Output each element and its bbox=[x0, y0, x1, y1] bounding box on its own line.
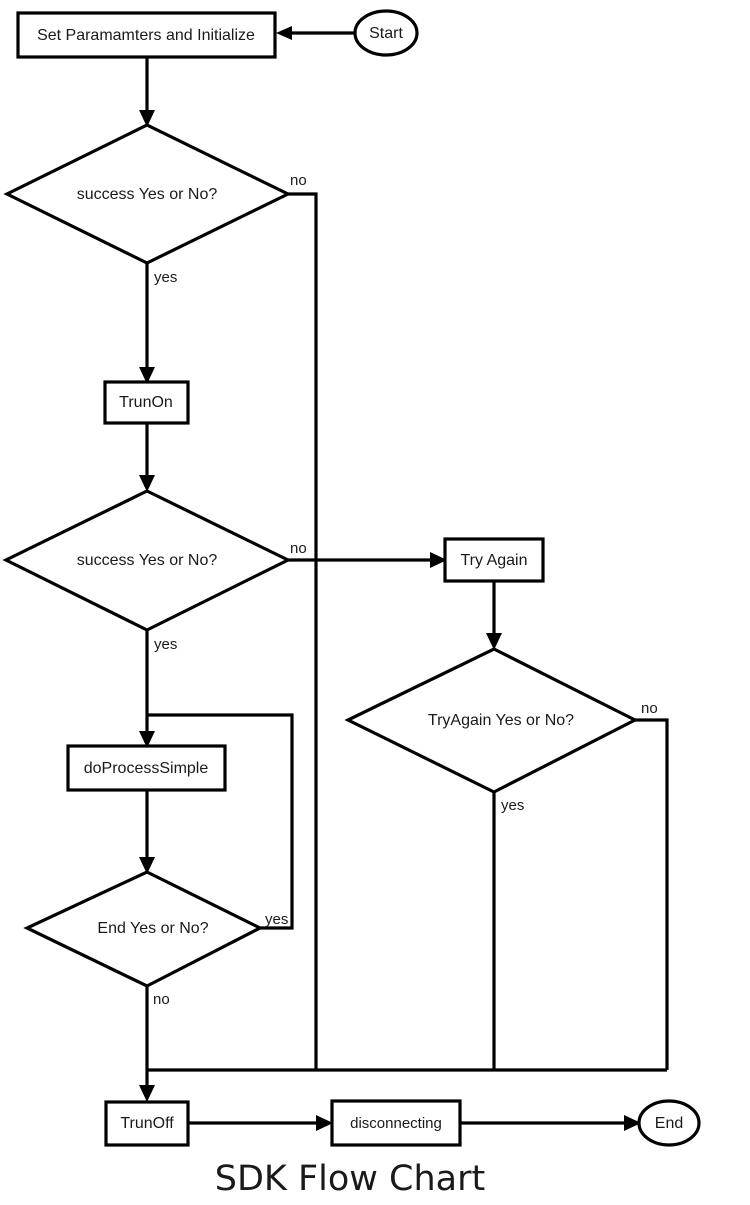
set-parameters-box bbox=[16, 11, 277, 59]
edge-label-tryagain-yes: yes bbox=[501, 797, 524, 814]
start-ellipse bbox=[353, 9, 419, 57]
edge-success1-no bbox=[288, 192, 318, 1070]
node-doprocesssimple[interactable]: doProcessSimple bbox=[66, 744, 227, 792]
disconnecting-box bbox=[330, 1099, 462, 1147]
arrowhead-enddec-no bbox=[139, 1085, 155, 1102]
success-decision-1-diamond bbox=[3, 123, 292, 265]
tryagain-decision-diamond bbox=[344, 647, 639, 794]
end-label: End bbox=[655, 1115, 683, 1132]
node-success-decision-1[interactable]: success Yes or No? bbox=[3, 123, 292, 265]
end-ellipse bbox=[637, 1099, 701, 1147]
arrowhead-start-to-setparams bbox=[276, 26, 292, 40]
trunoff-label: TrunOff bbox=[120, 1115, 174, 1132]
edge-label-tryagain-no: no bbox=[641, 700, 658, 717]
edge-label-success1-no: no bbox=[290, 172, 307, 189]
arrowhead-doprocess-to-enddec bbox=[139, 857, 155, 874]
edge-label-enddec-no: no bbox=[153, 991, 170, 1008]
doprocesssimple-label: doProcessSimple bbox=[84, 760, 209, 777]
arrowhead-trunoff-to-disconnect bbox=[316, 1115, 333, 1131]
node-tryagain-decision[interactable]: TryAgain Yes or No? bbox=[344, 647, 639, 794]
try-again-label: Try Again bbox=[461, 552, 528, 569]
arrowhead-success2-no bbox=[430, 552, 447, 568]
node-set-parameters[interactable]: Set Paramamters and Initialize bbox=[16, 11, 277, 59]
edge-tryagaindec-no bbox=[635, 718, 669, 1070]
doprocesssimple-box bbox=[66, 744, 227, 792]
trunon-label: TrunOn bbox=[119, 394, 173, 411]
node-trunoff[interactable]: TrunOff bbox=[104, 1100, 190, 1147]
success-decision-2-diamond bbox=[2, 489, 292, 632]
edge-label-enddec-yes: yes bbox=[265, 911, 288, 928]
end-decision-label: End Yes or No? bbox=[97, 920, 208, 937]
arrowhead-setparams-to-success1 bbox=[139, 110, 155, 127]
success-decision-1-label: success Yes or No? bbox=[77, 186, 218, 203]
arrowhead-success1-yes bbox=[139, 367, 155, 384]
arrowhead-success2-yes bbox=[139, 731, 155, 748]
trunoff-box bbox=[104, 1100, 190, 1147]
node-start[interactable]: Start bbox=[353, 9, 419, 57]
edge-label-success2-yes: yes bbox=[154, 636, 177, 653]
diagram-title: SDK Flow Chart bbox=[215, 1159, 485, 1199]
arrowhead-trunon-to-success2 bbox=[139, 475, 155, 492]
end-decision-diamond bbox=[23, 870, 264, 988]
tryagain-decision-label: TryAgain Yes or No? bbox=[428, 712, 574, 729]
trunon-box bbox=[103, 380, 190, 425]
disconnecting-label: disconnecting bbox=[350, 1115, 442, 1132]
node-try-again[interactable]: Try Again bbox=[443, 537, 545, 583]
node-trunon[interactable]: TrunOn bbox=[103, 380, 190, 425]
node-success-decision-2[interactable]: success Yes or No? bbox=[2, 489, 292, 632]
edge-enddec-yes-loopback bbox=[147, 713, 294, 930]
node-end[interactable]: End bbox=[637, 1099, 701, 1147]
node-end-decision[interactable]: End Yes or No? bbox=[23, 870, 264, 988]
try-again-box bbox=[443, 537, 545, 583]
success-decision-2-label: success Yes or No? bbox=[77, 552, 218, 569]
edge-label-success2-no: no bbox=[290, 540, 307, 557]
edge-label-success1-yes: yes bbox=[154, 269, 177, 286]
arrowhead-tryagainbox-to-tryagaindec bbox=[486, 633, 502, 650]
node-disconnecting[interactable]: disconnecting bbox=[330, 1099, 462, 1147]
arrowhead-disconnect-to-end bbox=[624, 1115, 641, 1131]
start-label: Start bbox=[369, 25, 403, 42]
set-parameters-label: Set Paramamters and Initialize bbox=[37, 27, 255, 44]
